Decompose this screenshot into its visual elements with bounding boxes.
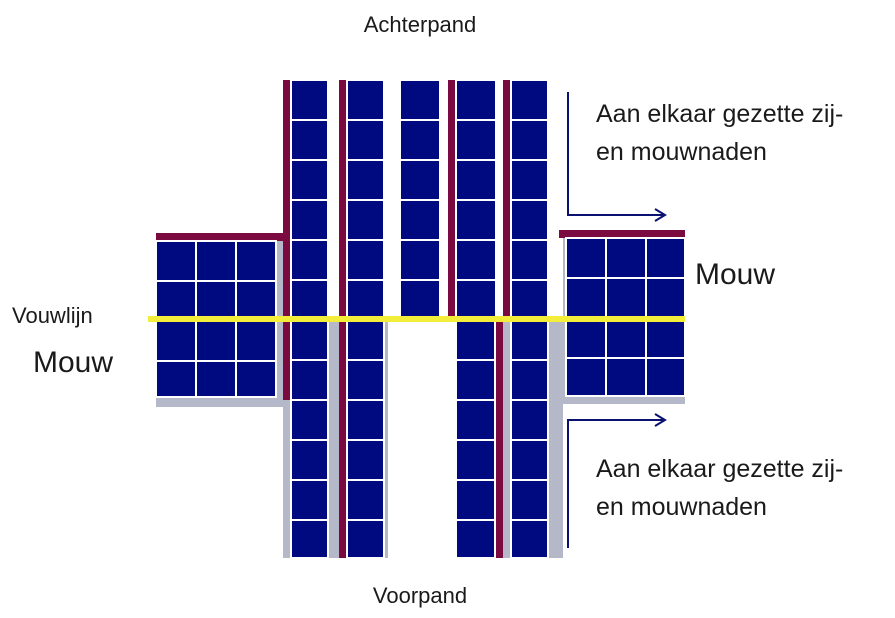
seam-note-top: Aan elkaar gezette zij- en mouwnaden <box>596 95 843 171</box>
left-sleeve-top-seam <box>156 233 290 241</box>
left-sleeve-label: Mouw <box>33 346 113 380</box>
seam-note-top-line-1: Aan elkaar gezette zij- <box>596 95 843 133</box>
seam-note-top-line-2: en mouwnaden <box>596 133 843 171</box>
right-sleeve-label: Mouw <box>695 258 775 292</box>
center-seam-2 <box>448 80 456 320</box>
back-panel-label: Achterpand <box>0 12 840 38</box>
center-seam-3 <box>495 320 503 558</box>
right-sleeve-top-seam <box>559 230 685 238</box>
front-panel-label: Voorpand <box>0 583 840 609</box>
left-side-seam <box>283 80 291 400</box>
right-side-seam <box>503 80 511 320</box>
seam-note-bottom: Aan elkaar gezette zij- en mouwnaden <box>596 450 843 526</box>
seam-note-bottom-line-2: en mouwnaden <box>596 488 843 526</box>
seam-note-bottom-line-1: Aan elkaar gezette zij- <box>596 450 843 488</box>
fold-line <box>148 316 685 322</box>
fold-line-label: Vouwlijn <box>12 303 93 329</box>
